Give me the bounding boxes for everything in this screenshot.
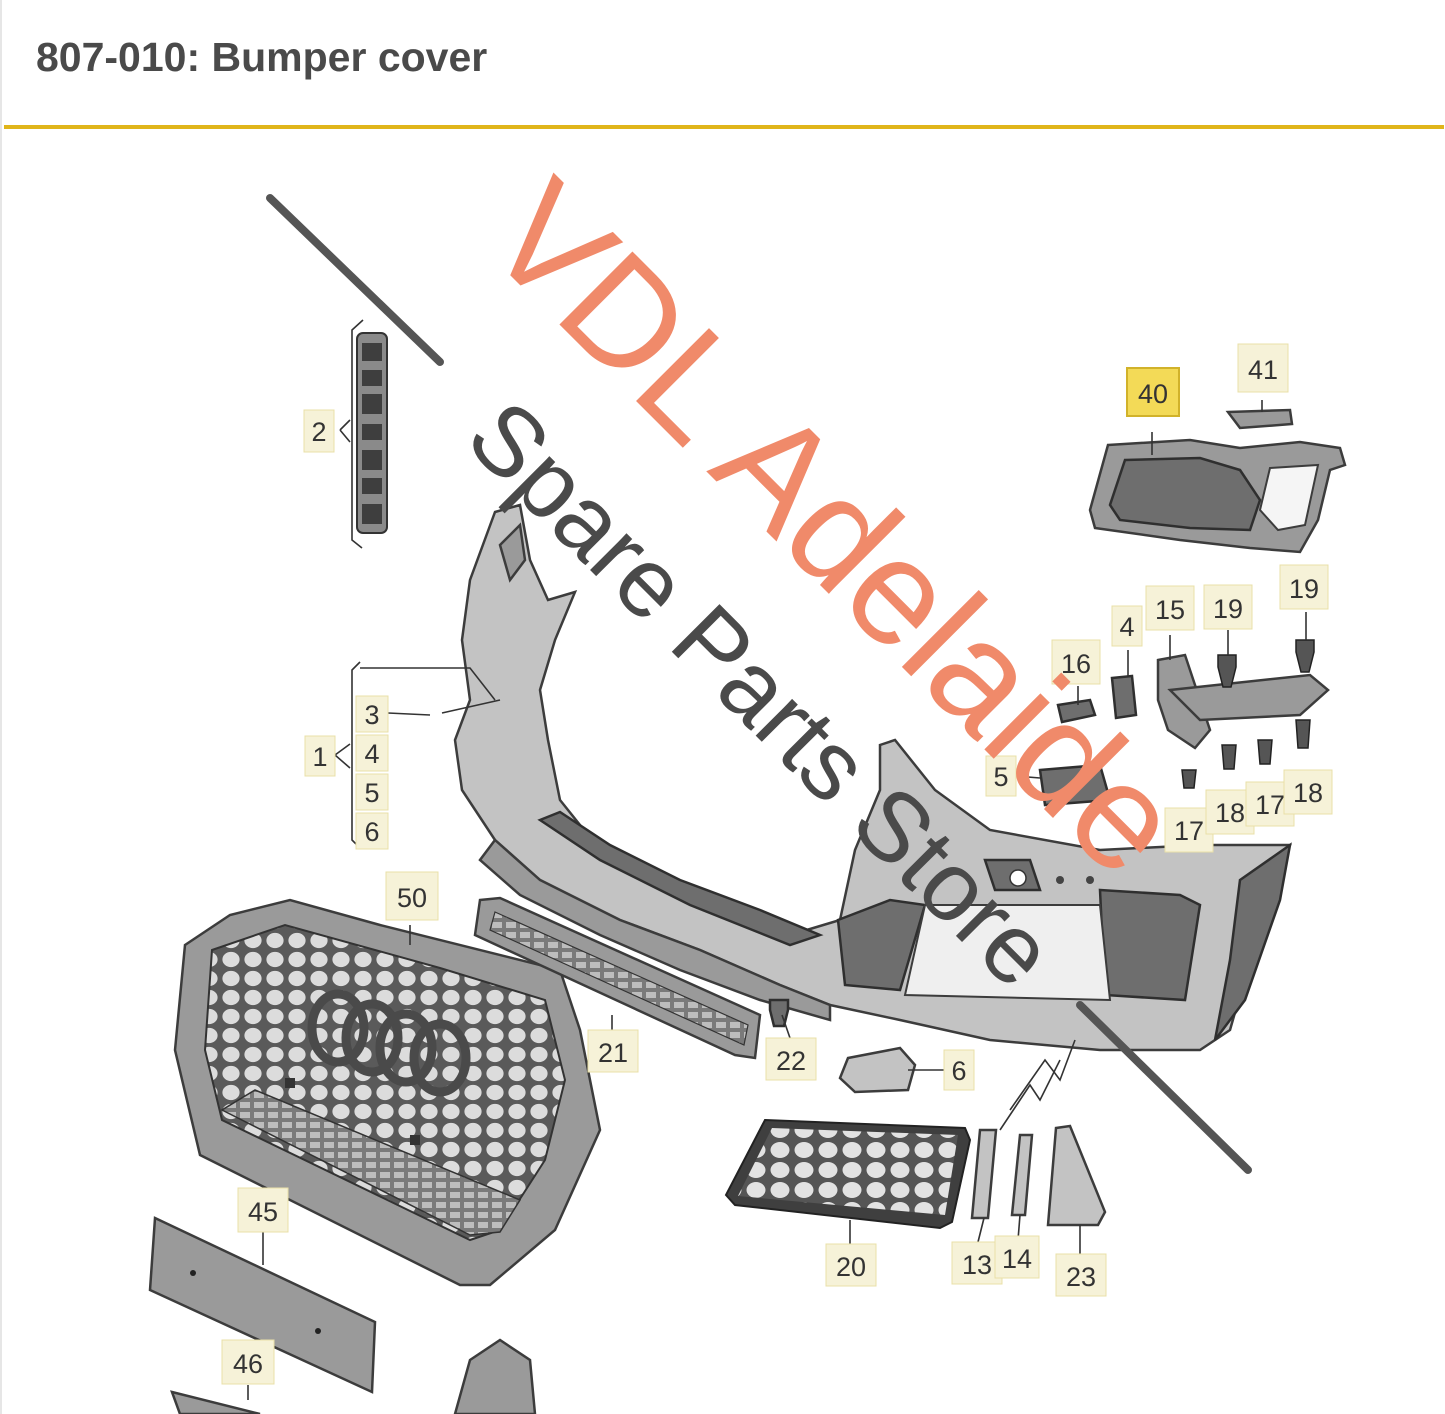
lower-grille-strip bbox=[473, 896, 762, 1060]
callout-40: 40 bbox=[1138, 379, 1168, 409]
bumper-brackets bbox=[1038, 639, 1330, 807]
callout-13: 13 bbox=[962, 1250, 992, 1280]
callout-6b: 6 bbox=[951, 1056, 966, 1086]
callout-4b: 4 bbox=[1119, 612, 1134, 642]
callout-1: 1 bbox=[312, 742, 327, 772]
callout-14: 14 bbox=[1002, 1244, 1032, 1274]
callout-50: 50 bbox=[397, 883, 427, 913]
fog-light-frame bbox=[1088, 438, 1347, 554]
callout-41: 41 bbox=[1248, 355, 1278, 385]
callout-3: 3 bbox=[364, 700, 379, 730]
page-title: 807-010: Bumper cover bbox=[36, 34, 488, 80]
callouts: 2 1 3 4 5 6 40 41 15 4 16 19 19 5 17 18 … bbox=[221, 343, 1333, 1385]
callout-17b: 17 bbox=[1255, 790, 1285, 820]
title-underline bbox=[4, 125, 1444, 129]
trim-strip-13 bbox=[970, 1128, 998, 1220]
trim-strip-14 bbox=[1010, 1133, 1034, 1217]
callout-15: 15 bbox=[1155, 595, 1185, 625]
callout-5b: 5 bbox=[993, 762, 1008, 792]
callout-18a: 18 bbox=[1215, 798, 1245, 828]
parts-diagram: 2 1 3 4 5 6 40 41 15 4 16 19 19 5 17 18 … bbox=[148, 149, 1347, 1414]
callout-4: 4 bbox=[364, 739, 379, 769]
emblem-lettering bbox=[351, 319, 388, 549]
callout-21: 21 bbox=[598, 1038, 628, 1068]
callout-46: 46 bbox=[233, 1349, 263, 1379]
callout-2: 2 bbox=[311, 417, 326, 447]
callout-45: 45 bbox=[248, 1197, 278, 1227]
callout-6: 6 bbox=[364, 817, 379, 847]
side-grille bbox=[724, 1118, 972, 1230]
watermark-slash-top bbox=[266, 194, 444, 366]
licence-plate-bracket bbox=[148, 1216, 377, 1394]
trim-piece-23 bbox=[1046, 1124, 1107, 1227]
lower-cover bbox=[453, 1338, 537, 1414]
callout-16: 16 bbox=[1061, 649, 1091, 679]
fog-light-cover-41 bbox=[1225, 408, 1294, 430]
callout-23: 23 bbox=[1066, 1262, 1096, 1292]
watermark-slash-bottom bbox=[1076, 1001, 1252, 1174]
callout-22: 22 bbox=[776, 1046, 806, 1076]
callout-17a: 17 bbox=[1174, 816, 1204, 846]
callout-18b: 18 bbox=[1293, 778, 1323, 808]
callout-5: 5 bbox=[364, 778, 379, 808]
lower-bracket-46 bbox=[170, 1390, 261, 1414]
callout-19a: 19 bbox=[1213, 594, 1243, 624]
tow-hook-cover bbox=[838, 1046, 917, 1094]
bumper-cover bbox=[453, 503, 1292, 1052]
callout-20: 20 bbox=[836, 1252, 866, 1282]
callout-19b: 19 bbox=[1289, 574, 1319, 604]
